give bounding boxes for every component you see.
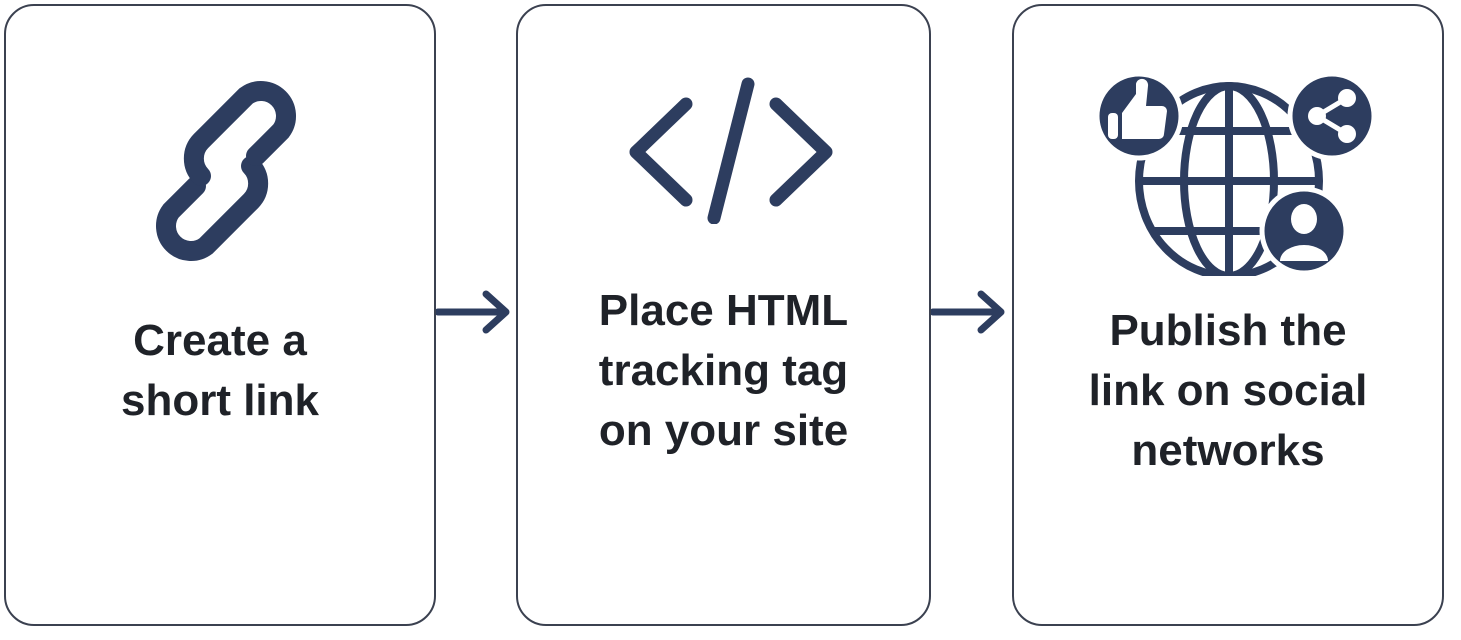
share-icon (1287, 71, 1374, 161)
link-icon (156, 81, 296, 261)
step-label: Place HTML tracking tag on your site (598, 286, 849, 455)
code-icon (629, 77, 833, 224)
step-label: Create a short link (120, 316, 320, 425)
step-card-publish: Publish the link on social networks (1012, 4, 1444, 626)
globe-social-icon (1094, 71, 1374, 276)
step-label: Publish the link on social networks (1088, 306, 1368, 475)
user-icon (1259, 186, 1349, 276)
step-card-place-tag: Place HTML tracking tag on your site (516, 4, 931, 626)
thumbs-up-icon (1094, 71, 1184, 161)
arrow-right-icon (931, 290, 1005, 334)
step-card-create-link: Create a short link (4, 4, 436, 626)
arrow-right-icon (436, 290, 510, 334)
